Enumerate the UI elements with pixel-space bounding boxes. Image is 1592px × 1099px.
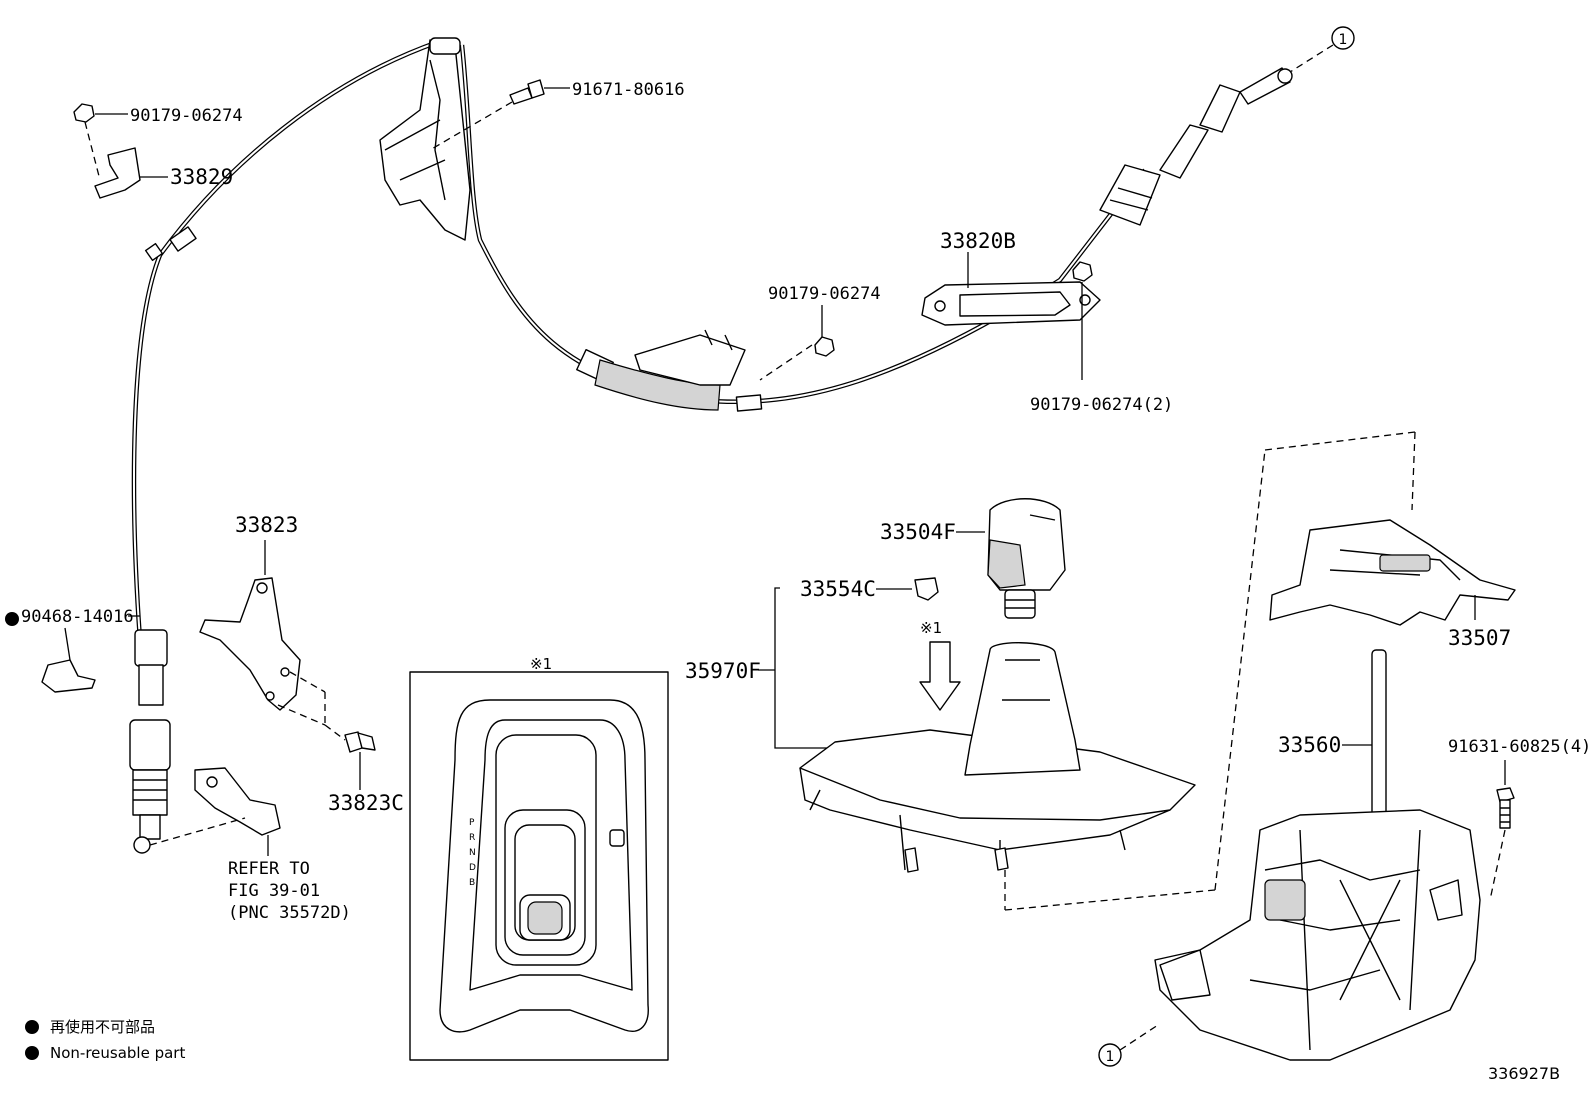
bracket-33823: 33823 <box>199 513 326 726</box>
label-33554C: 33554C <box>800 577 876 601</box>
clip-90468-14016: 90468-14016 <box>5 607 140 693</box>
label-90468-14016: 90468-14016 <box>21 607 134 627</box>
cable-bracket-mid <box>634 329 746 386</box>
clamp-33829: 33829 <box>94 147 233 199</box>
bolt-33823C: 33823C <box>324 724 404 815</box>
inset-note-mark: ※1 <box>530 655 552 673</box>
gear-indicator-p: P <box>469 818 475 828</box>
legend-marker-icon <box>25 1046 39 1060</box>
legend-marker-icon <box>25 1020 39 1034</box>
label-90179-06274-topleft: 90179-06274 <box>130 106 243 126</box>
reference-circle-1-top: 1 <box>1289 26 1355 73</box>
shift-lever-assembly-33560: 33560 <box>1154 649 1481 1061</box>
nut-90179-06274-topleft: 90179-06274 <box>73 103 243 181</box>
bolt-91631-60825: 91631-60825(4) <box>1448 737 1591 901</box>
cable-bracket-upper <box>379 37 471 241</box>
gear-indicator-b: B <box>469 878 475 888</box>
label-35970F: 35970F <box>685 659 761 683</box>
label-33820B: 33820B <box>940 229 1016 253</box>
legend: 再使用不可部品 Non-reusable part <box>25 1018 185 1062</box>
reference-circle-1-bottom: 1 <box>1098 1024 1159 1067</box>
arrow-note-mark: ※1 <box>920 619 942 637</box>
gear-indicator-n: N <box>469 848 476 858</box>
label-33507: 33507 <box>1448 626 1511 650</box>
console-panel-35970F: 35970F <box>685 431 1416 911</box>
housing-cover-33507: 33507 <box>1269 519 1516 650</box>
label-91671-80616: 91671-80616 <box>572 80 685 100</box>
label-33823C: 33823C <box>328 791 404 815</box>
label-33829: 33829 <box>170 165 233 189</box>
legend-jp: 再使用不可部品 <box>50 1018 155 1036</box>
nut-90179-06274-mid: 90179-06274 <box>759 284 881 381</box>
lever-refer-fig-39-01: REFER TO FIG 39-01 (PNC 35572D) <box>149 767 351 923</box>
refer-text-line1: REFER TO <box>228 859 310 879</box>
clip-33554C: 33554C <box>800 577 939 601</box>
gear-indicator-d: D <box>469 863 476 873</box>
label-33504F: 33504F <box>880 520 956 544</box>
label-91631-60825: 91631-60825(4) <box>1448 737 1591 757</box>
non-reusable-marker-icon <box>5 612 19 626</box>
label-33560: 33560 <box>1278 733 1341 757</box>
view-arrow: ※1 <box>919 619 961 711</box>
label-90179-06274-mid: 90179-06274 <box>768 284 881 304</box>
figure-id: 336927B <box>1488 1064 1560 1083</box>
gear-indicator-r: R <box>469 833 475 843</box>
shift-cable-assembly <box>129 39 1293 854</box>
shift-knob-33504F: 33504F <box>880 498 1066 619</box>
refer-text-line2: FIG 39-01 <box>228 881 320 901</box>
svg-text:1: 1 <box>1339 32 1348 48</box>
label-90179-06274-x2: 90179-06274(2) <box>1030 395 1173 415</box>
nut-90179-06274-x2: 90179-06274(2) <box>1030 261 1173 415</box>
refer-text-line3: (PNC 35572D) <box>228 903 351 923</box>
label-33823: 33823 <box>235 513 298 537</box>
bolt-91671-80616: 91671-80616 <box>429 79 685 151</box>
legend-en: Non-reusable part <box>50 1044 185 1062</box>
svg-text:1: 1 <box>1106 1049 1115 1065</box>
inset-detail-view: ※1 P R N D B <box>409 655 669 1061</box>
